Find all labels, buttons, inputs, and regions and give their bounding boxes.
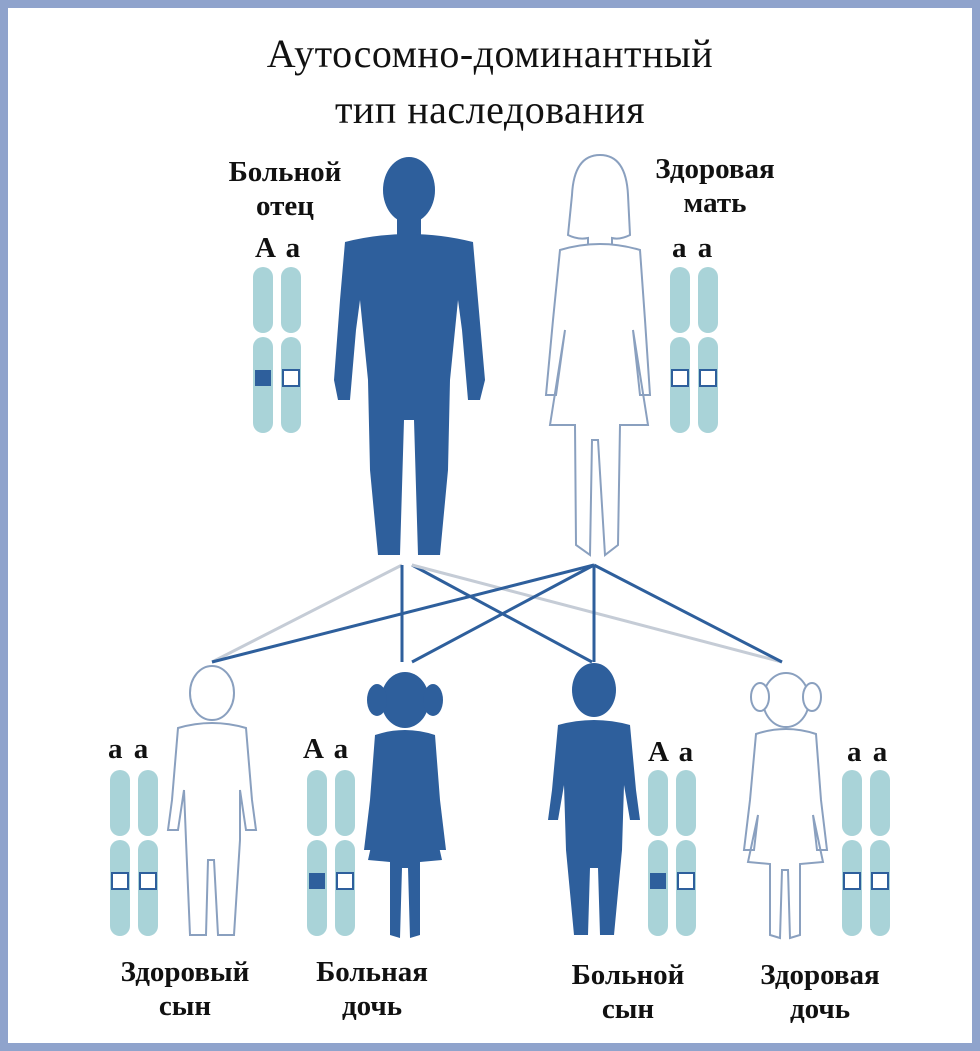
healthy-daughter-chromosomes xyxy=(842,770,890,936)
affected-daughter-figure xyxy=(364,672,446,938)
diagram-title-line2: тип наследования xyxy=(334,87,646,132)
recessive-allele-marker xyxy=(111,872,129,890)
affected-daughter-chromosomes xyxy=(307,770,355,936)
affected-son-label-line2: сын xyxy=(601,993,655,1025)
healthy-son-label: Здоровый сын xyxy=(100,955,270,1023)
inheritance-lines xyxy=(211,563,783,664)
recessive-allele-marker xyxy=(139,872,157,890)
healthy-daughter-figure xyxy=(742,672,829,940)
dominant-allele-marker xyxy=(309,873,325,889)
healthy-son-label-line2: сын xyxy=(158,990,212,1022)
mother-genotype: a a xyxy=(672,232,715,264)
affected-daughter-label-line1: Больная xyxy=(316,956,428,988)
healthy-daughter-label: Здоровая дочь xyxy=(735,958,905,1026)
father-label-line2: отец xyxy=(256,190,314,222)
affected-daughter-genotype: A a xyxy=(303,733,351,765)
healthy-daughter-label-line1: Здоровая xyxy=(760,959,880,991)
affected-daughter-label-line2: дочь xyxy=(341,990,403,1022)
recessive-allele-marker xyxy=(699,369,717,387)
father-figure xyxy=(334,157,485,555)
affected-son-label-line1: Больной xyxy=(571,959,685,991)
dominant-allele-marker xyxy=(255,370,271,386)
affected-son-chromosomes xyxy=(648,770,696,936)
dominant-allele-marker xyxy=(650,873,666,889)
recessive-allele-marker xyxy=(871,872,889,890)
healthy-son-figure xyxy=(166,665,258,936)
recessive-allele-marker xyxy=(677,872,695,890)
healthy-daughter-label-line2: дочь xyxy=(789,993,851,1025)
healthy-son-label-line1: Здоровый xyxy=(120,956,250,988)
recessive-allele-marker xyxy=(282,369,300,387)
healthy-daughter-genotype: a a xyxy=(847,736,890,768)
affected-son-genotype: A a xyxy=(648,736,696,768)
recessive-allele-marker xyxy=(843,872,861,890)
affected-son-figure xyxy=(548,663,640,935)
diagram-title-line1: Аутосомно-доминантный xyxy=(266,31,714,76)
father-label-line1: Больной xyxy=(228,156,342,188)
mother-chromosomes xyxy=(670,267,718,433)
recessive-allele-marker xyxy=(671,369,689,387)
healthy-son-genotype: a a xyxy=(108,733,151,765)
recessive-allele-marker xyxy=(336,872,354,890)
healthy-son-chromosomes xyxy=(110,770,158,936)
mother-label: Здоровая мать xyxy=(635,152,795,220)
father-label: Больной отец xyxy=(210,155,360,223)
mother-label-line1: Здоровая xyxy=(655,153,775,185)
father-chromosomes xyxy=(253,267,301,433)
mother-label-line2: мать xyxy=(683,187,747,219)
affected-daughter-label: Больная дочь xyxy=(292,955,452,1023)
father-genotype: A a xyxy=(255,232,303,264)
mother-figure xyxy=(544,153,652,557)
affected-son-label: Больной сын xyxy=(548,958,708,1026)
